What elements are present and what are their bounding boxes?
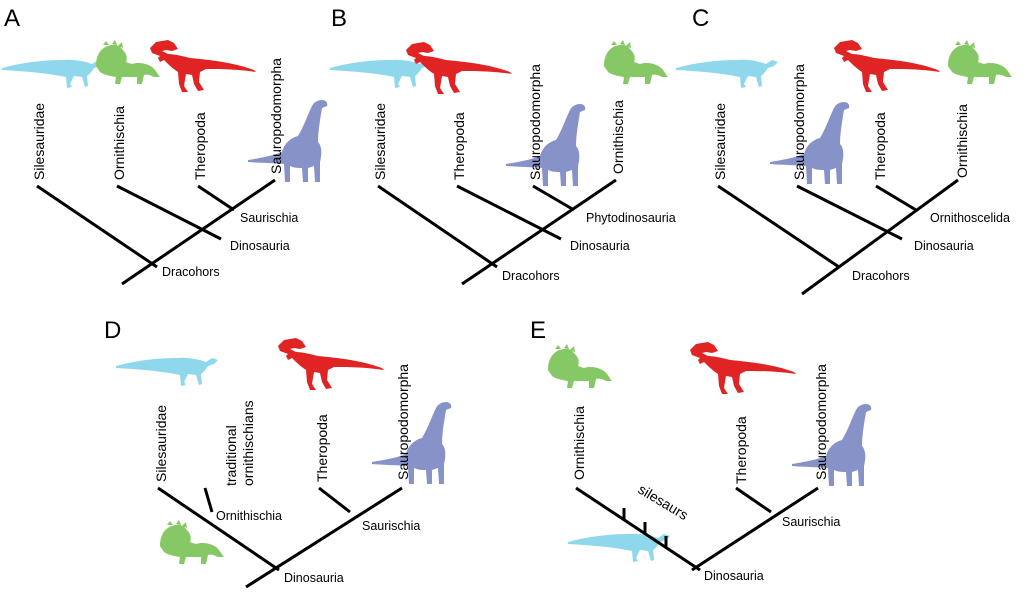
sauropodomorph-silhouette-icon: [372, 402, 452, 484]
theropod-silhouette-icon: [278, 338, 384, 390]
tip-label: Theropoda: [733, 416, 749, 484]
node-label: Dracohors: [502, 269, 560, 283]
node-label: Ornithischia: [216, 509, 282, 523]
panel-letter: E: [530, 317, 546, 344]
tree-branches: [36, 178, 276, 286]
silesaurid-silhouette-icon: [568, 533, 670, 562]
panel-letter: D: [104, 317, 121, 344]
node-label: Dinosauria: [914, 239, 974, 253]
panel-a: A Silesauridae Ornithischia Theropoda Sa…: [2, 5, 328, 286]
sauropodomorph-silhouette-icon: [792, 404, 872, 486]
group-label: silesaurs: [635, 481, 691, 523]
tip-label: Theropoda: [872, 112, 888, 180]
sauropodomorph-silhouette-icon: [506, 104, 586, 186]
tree-branches: [377, 178, 617, 286]
panel-letter: C: [692, 5, 709, 32]
node-label: Dracohors: [852, 269, 910, 283]
ceratopsian-silhouette-icon: [604, 40, 668, 84]
ceratopsian-silhouette-icon: [96, 40, 160, 84]
tip-label: Silesauridae: [153, 405, 169, 482]
panel-letter: B: [331, 5, 347, 32]
node-label: Dinosauria: [570, 239, 630, 253]
tip-label: traditional: [223, 425, 239, 486]
node-label: Dracohors: [162, 265, 220, 279]
theropod-silhouette-icon: [150, 40, 256, 92]
tip-label: Sauropodomorpha: [527, 64, 543, 180]
ceratopsian-silhouette-icon: [948, 40, 1012, 84]
tip-label: ornithischians: [240, 400, 256, 486]
node-label: Dinosauria: [704, 569, 764, 583]
tree-branches: [717, 178, 959, 296]
tip-label: Sauropodomorpha: [268, 58, 284, 174]
tip-label: Silesauridae: [31, 103, 47, 180]
panel-c: C Silesauridae Sauropodomorpha Theropoda…: [676, 5, 1012, 296]
tip-label: Ornithischia: [610, 100, 626, 174]
node-label: Phytodinosauria: [586, 211, 676, 225]
tip-label: Theropoda: [314, 414, 330, 482]
panel-e: E Ornithischia Theropoda Sauropodomorpha…: [530, 317, 872, 583]
tree-branches: [157, 486, 403, 589]
theropod-silhouette-icon: [690, 342, 796, 394]
tip-label: Ornithischia: [111, 106, 127, 180]
silesaurid-silhouette-icon: [2, 59, 104, 88]
node-label: Saurischia: [782, 515, 840, 529]
node-label: Saurischia: [362, 519, 420, 533]
tip-label: Ornithischia: [571, 406, 587, 480]
sauropodomorph-silhouette-icon: [248, 100, 328, 182]
tip-label: Silesauridae: [372, 103, 388, 180]
sauropodomorph-silhouette-icon: [770, 102, 850, 184]
theropod-silhouette-icon: [834, 40, 940, 92]
ceratopsian-silhouette-icon: [548, 344, 612, 388]
panel-d: D Silesauridae traditional ornithischian…: [104, 317, 452, 589]
tip-label: Theropoda: [451, 112, 467, 180]
panel-b: B Silesauridae Theropoda Sauropodomorpha…: [330, 5, 676, 286]
node-label: Saurischia: [240, 211, 298, 225]
tip-label: Sauropodomorpha: [813, 364, 829, 480]
panel-letter: A: [4, 5, 20, 32]
tip-label: Theropoda: [192, 112, 208, 180]
tip-label: Ornithischia: [954, 104, 970, 178]
silesaurid-silhouette-icon: [116, 357, 218, 386]
tip-label: Sauropodomorpha: [791, 64, 807, 180]
silesaurid-silhouette-icon: [676, 59, 778, 88]
tip-label: Sauropodomorpha: [395, 364, 411, 480]
node-label: Dinosauria: [284, 571, 344, 585]
node-label: Dinosauria: [230, 239, 290, 253]
node-label: Ornithoscelida: [930, 211, 1010, 225]
tree-branches: [575, 486, 819, 572]
silesaurid-silhouette-icon: [330, 59, 432, 88]
tip-label: Silesauridae: [712, 103, 728, 180]
